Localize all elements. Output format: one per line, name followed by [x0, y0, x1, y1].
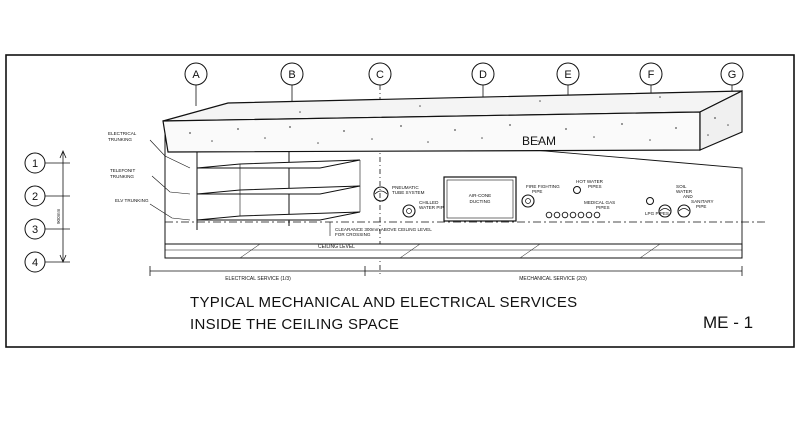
label-electrical-line1: ELECTRICAL [108, 131, 137, 136]
level-label-2: 2 [32, 191, 38, 203]
column-marker-f: F [639, 62, 663, 95]
label-soil-line5: PIPE [696, 204, 706, 209]
column-marker-b: B [280, 62, 304, 104]
drawing-border [5, 54, 795, 348]
column-markers: A B C D E F G [184, 62, 744, 275]
label-medical-line2: PIPES [596, 205, 610, 210]
tray-electrical [196, 159, 361, 169]
label-pneumatic-line2: TUBE SYSTEM [392, 190, 425, 195]
column-marker-d: D [471, 62, 495, 102]
label-hot-water-line1: HOT WATER [576, 179, 604, 184]
label-hot-water-line2: PIPES [588, 184, 602, 189]
beam-label: BEAM [522, 134, 556, 148]
ceiling-plane: CEILING LEVEL [164, 243, 743, 259]
label-chilled-line2: WATER PIPES [419, 205, 450, 210]
label-telefonit-line1: TELEFONIT [110, 168, 135, 173]
label-aircond-line1: AIR-CONE [469, 193, 491, 198]
height-dimension: 900mm [56, 209, 61, 224]
label-chilled-line1: CHILLED [419, 200, 439, 205]
label-soil-line1: SOIL [676, 184, 687, 189]
label-medical-line1: MEDICAL GAS [584, 200, 615, 205]
level-label-3: 3 [32, 224, 38, 236]
mechanical-services: PNEUMATIC TUBE SYSTEM CHILLED WATER PIPE… [373, 176, 714, 222]
soil-pipe-2 [677, 204, 691, 218]
cable-trays [196, 152, 361, 230]
label-fire-line1: FIRE FIGHTING [526, 184, 560, 189]
column-marker-c: C [368, 62, 392, 275]
column-label-a: A [192, 69, 200, 81]
beam-end-face [699, 90, 743, 151]
medical-gas-pipes [545, 211, 601, 219]
soil-pipe-1 [658, 204, 672, 218]
level-label-1: 1 [32, 158, 38, 170]
tray-telefonit [196, 185, 361, 195]
column-label-g: G [728, 69, 737, 81]
tray-elv [196, 211, 361, 221]
column-marker-g: G [720, 62, 744, 92]
hot-water-pipe [573, 186, 581, 194]
column-label-c: C [376, 69, 384, 81]
lpg-pipe [646, 197, 654, 205]
beam: BEAM [162, 90, 743, 153]
clearance-note-line2: FOR CROSSING [335, 232, 371, 237]
column-label-f: F [648, 69, 655, 81]
label-lpg: LPG PIPES [645, 211, 669, 216]
label-fire-line2: PIPE [532, 189, 542, 194]
drawing-code: ME - 1 [703, 313, 753, 332]
pneumatic-tube [373, 186, 389, 202]
level-label-4: 4 [32, 257, 38, 269]
column-label-e: E [564, 69, 571, 81]
ceiling-level-label: CEILING LEVEL [318, 244, 355, 250]
column-marker-a: A [184, 62, 208, 106]
level-markers: 1 2 3 4 900mm [24, 149, 70, 273]
label-electrical-line2: TRUNKING [108, 137, 132, 142]
left-labels: ELECTRICAL TRUNKING TELEFONIT TRUNKING E… [108, 131, 191, 221]
aircond-duct [443, 176, 517, 222]
column-label-d: D [479, 69, 487, 81]
label-soil-line3: AND [683, 194, 693, 199]
label-elv-trunking: ELV TRUNKING [115, 198, 149, 203]
label-soil-line2: WATER [676, 189, 693, 194]
column-label-b: B [288, 69, 295, 81]
title-line-1: TYPICAL MECHANICAL AND ELECTRICAL SERVIC… [190, 294, 577, 311]
zone-label-electrical: ELECTRICAL SERVICE (1/3) [225, 276, 291, 282]
label-aircond-line2: DUCTING [470, 199, 491, 204]
fire-fighting-pipe [521, 194, 535, 208]
label-soil-line4: SANITARY [691, 199, 714, 204]
chilled-water-pipe [402, 204, 416, 218]
title-line-2: INSIDE THE CEILING SPACE [190, 316, 399, 333]
column-marker-e: E [556, 62, 580, 98]
zone-label-mechanical: MECHANICAL SERVICE (2/3) [519, 276, 587, 282]
label-pneumatic-line1: PNEUMATIC [392, 185, 419, 190]
label-telefonit-line2: TRUNKING [110, 174, 134, 179]
zone-dimension: ELECTRICAL SERVICE (1/3) MECHANICAL SERV… [149, 266, 743, 282]
clearance-note-line1: CLEARANCE 300mm ABOVE CEILING LEVEL [335, 227, 432, 232]
